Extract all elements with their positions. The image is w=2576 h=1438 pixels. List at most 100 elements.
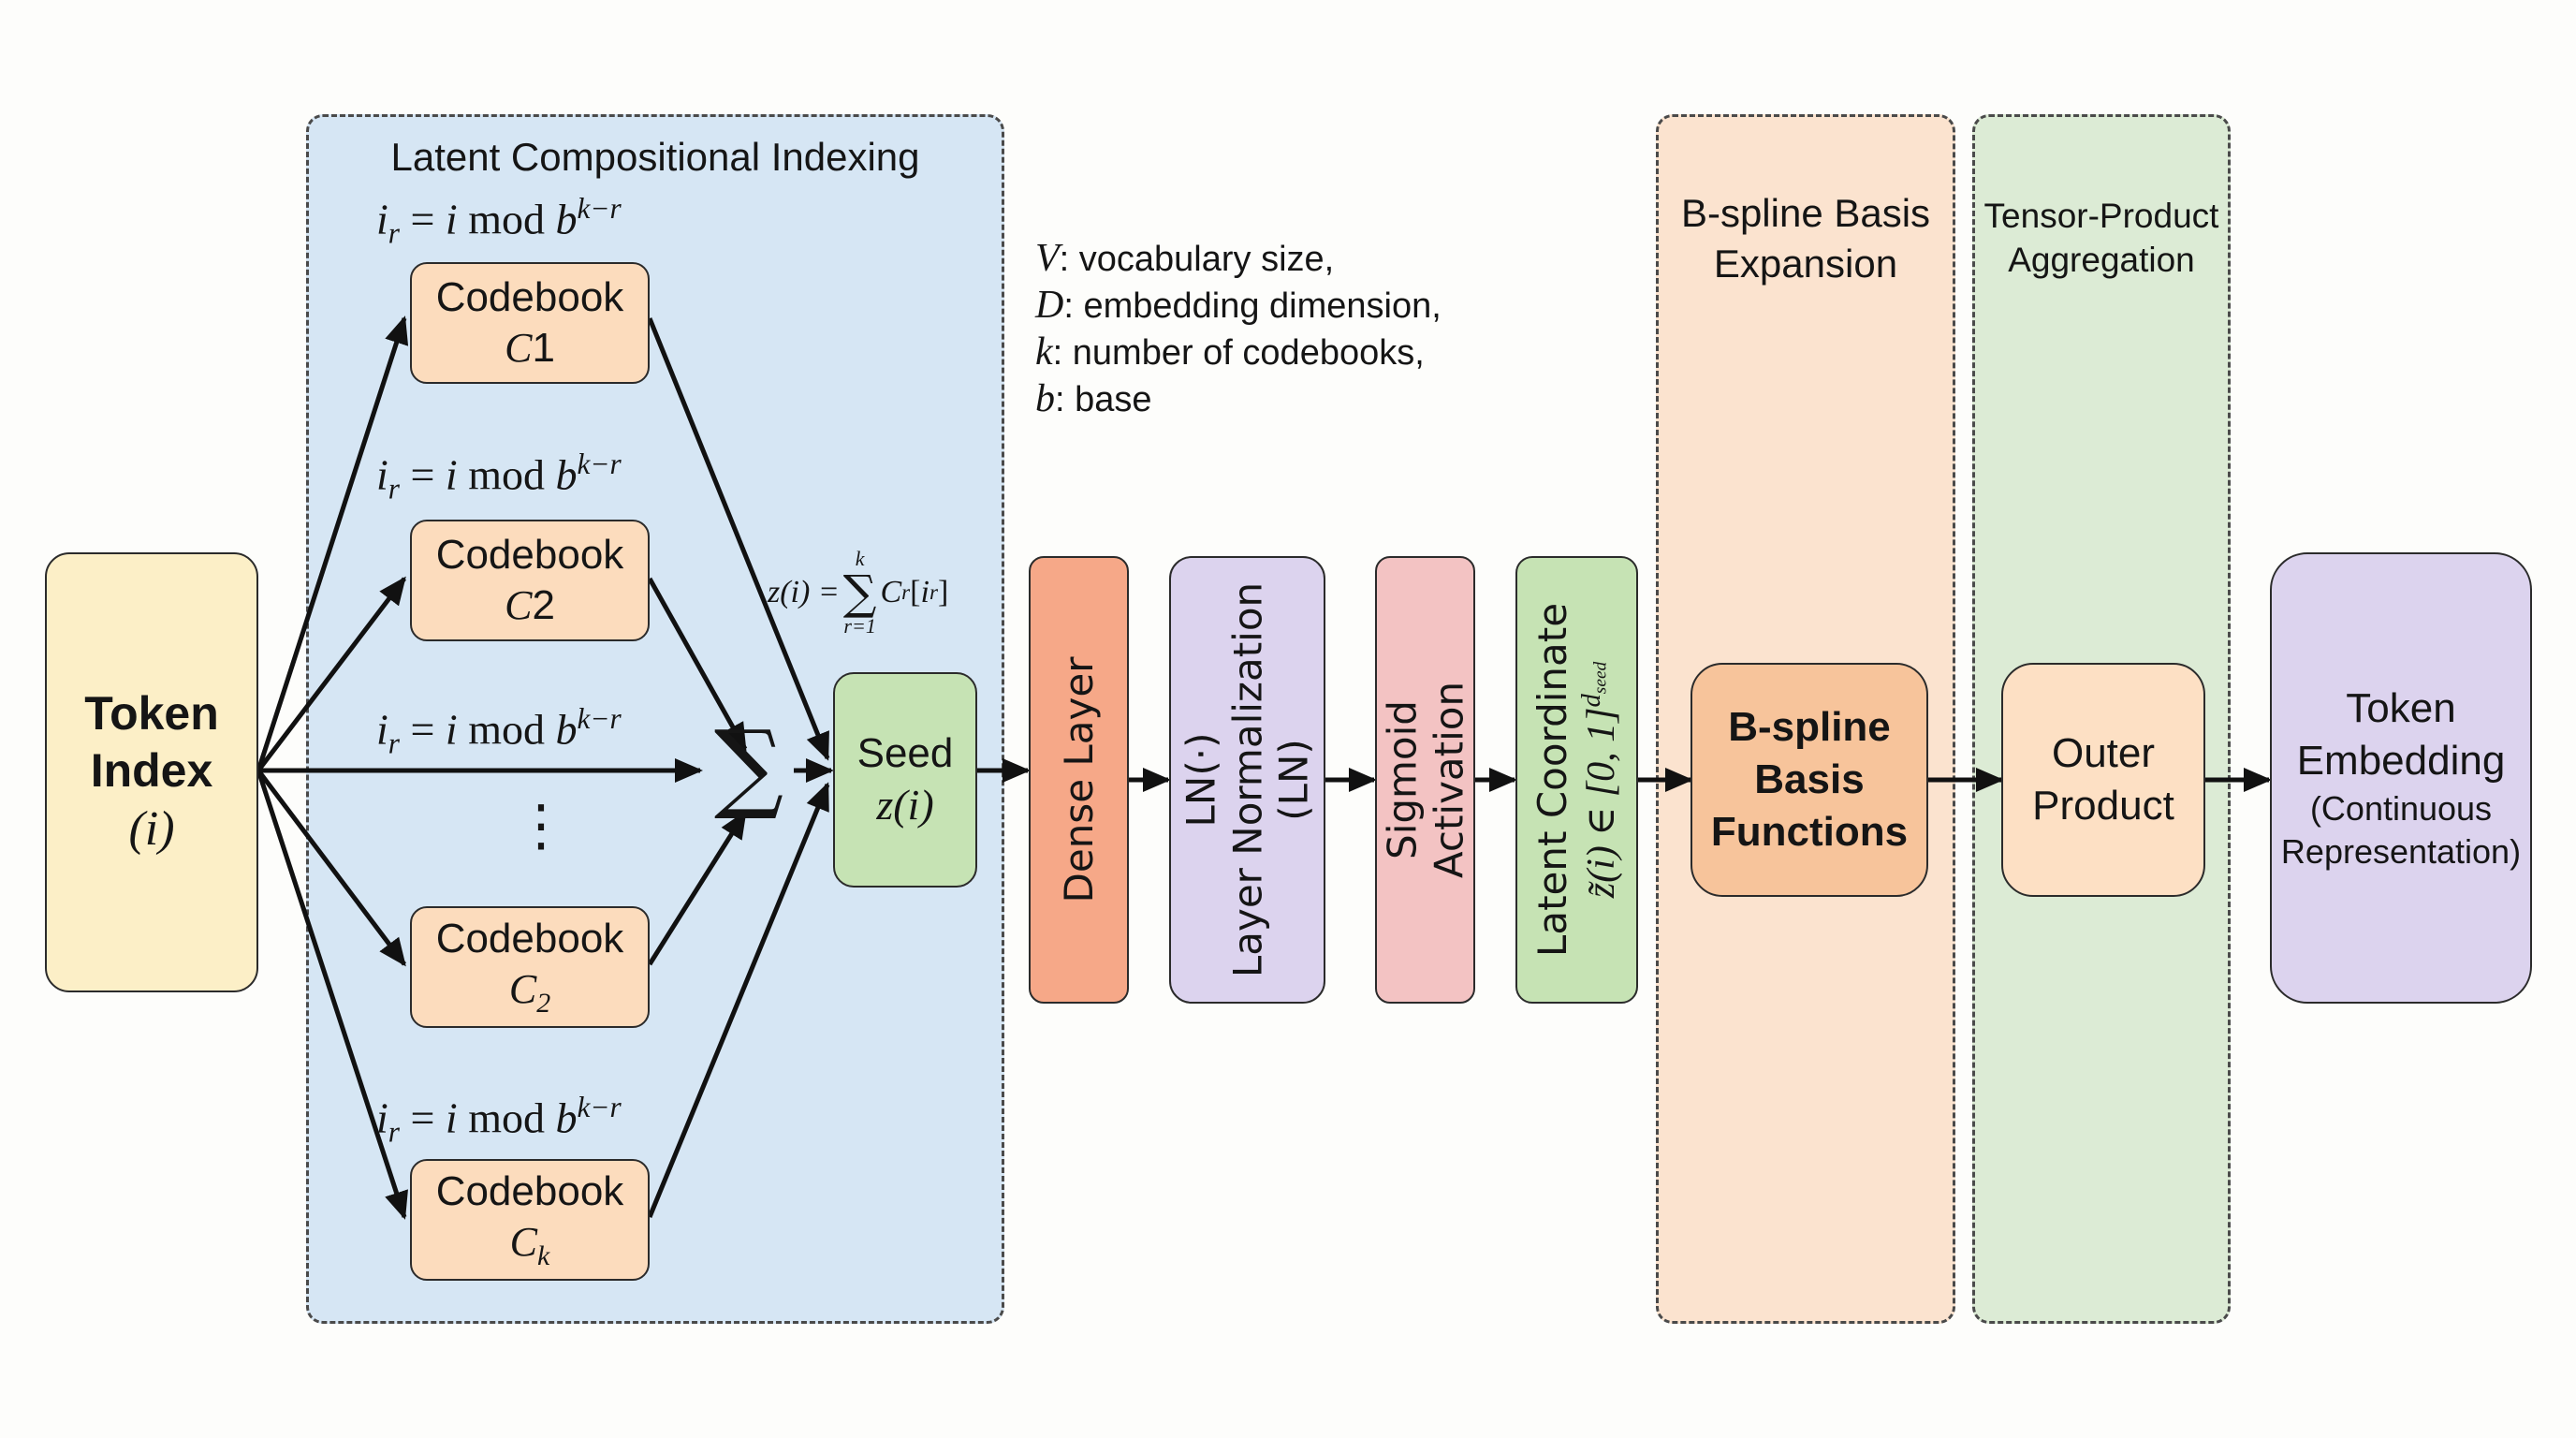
legend-text: : base bbox=[1055, 380, 1152, 419]
formula-lhs-sub: r bbox=[388, 1115, 400, 1149]
formula-lhs-sub: r bbox=[388, 726, 400, 760]
tensor-group-title-line2: Aggregation bbox=[2008, 241, 2195, 280]
formula-base: b bbox=[555, 450, 578, 499]
seed-formula-lower: r=1 bbox=[843, 614, 876, 638]
formula-op: mod bbox=[457, 705, 556, 754]
summation-node: ∑ bbox=[713, 709, 784, 823]
formula-exp: k−r bbox=[577, 702, 622, 735]
arrow-c1-to-seed bbox=[647, 317, 830, 761]
codebook-suffix: k bbox=[537, 1240, 550, 1271]
index-formula-3: ir = i mod bk−r bbox=[376, 702, 622, 761]
latent-exp: d bbox=[1576, 694, 1605, 708]
legend-item: k: number of codebooks, bbox=[1035, 330, 1442, 376]
token-index-line2: Index bbox=[90, 744, 213, 798]
codebook-symbol: C1 bbox=[505, 323, 555, 374]
codebook-name: C bbox=[508, 965, 537, 1012]
token-index-symbol: (i) bbox=[128, 802, 175, 857]
codebook-label: Codebook bbox=[435, 532, 624, 579]
sigmoid-activation-box: Sigmoid Activation bbox=[1375, 556, 1475, 1004]
seed-formula-index-sub: r bbox=[929, 580, 938, 605]
output-line1: Token bbox=[2346, 684, 2456, 731]
index-formula-1: ir = i mod bk−r bbox=[376, 192, 622, 251]
formula-eq: = bbox=[399, 195, 446, 243]
seed-formula-term: C bbox=[880, 575, 902, 609]
arrow-ck-to-seed bbox=[647, 782, 830, 1218]
codebook-c2-subscript: Codebook C2 bbox=[410, 906, 650, 1028]
formula-lhs-sub: r bbox=[388, 216, 400, 250]
arrow-token-to-ck bbox=[256, 770, 408, 1220]
arrow-token-to-c2sub bbox=[256, 769, 406, 967]
seed-label: Seed bbox=[856, 730, 954, 777]
latent-symbol: z̃(i) ∈ [0, 1] bbox=[1579, 707, 1622, 899]
bspline-group-title-line2: Expansion bbox=[1713, 241, 1898, 286]
bspline-group-title: B-spline Basis Expansion bbox=[1659, 188, 1953, 289]
codebook-suffix: 2 bbox=[532, 582, 555, 628]
bspline-line2: Basis bbox=[1754, 756, 1865, 802]
formula-eq: = bbox=[399, 1093, 446, 1142]
ln-line3: (LN) bbox=[1270, 739, 1317, 821]
seed-formula-index: i bbox=[920, 575, 929, 609]
formula-op: mod bbox=[457, 450, 556, 499]
formula-base: b bbox=[555, 705, 578, 754]
latent-line1: Latent Coordinate bbox=[1529, 602, 1575, 958]
layer-normalization-label: LN(·) Layer Normalization (LN) bbox=[1178, 582, 1317, 977]
arrow-c2-to-sum bbox=[647, 577, 748, 752]
dense-layer-box: Dense Layer bbox=[1029, 556, 1129, 1004]
tensor-group-title-line1: Tensor-Product bbox=[1983, 197, 2219, 235]
codebook-symbol: C2 bbox=[505, 580, 555, 631]
seed-formula-bracket-open: [ bbox=[910, 575, 921, 609]
arrow-token-to-c2 bbox=[256, 576, 406, 772]
legend-symbol: k bbox=[1035, 330, 1053, 374]
index-formula-4: ir = i mod bk−r bbox=[376, 1091, 622, 1150]
formula-eq: = bbox=[399, 450, 446, 499]
arrow-c2sub-to-sum bbox=[647, 810, 748, 966]
formula-base: b bbox=[555, 195, 578, 243]
seed-symbol: z(i) bbox=[876, 780, 934, 829]
legend-item: V: vocabulary size, bbox=[1035, 236, 1442, 283]
codebook-label: Codebook bbox=[435, 916, 624, 962]
ln-line2: Layer Normalization bbox=[1223, 581, 1270, 978]
formula-base: b bbox=[555, 1093, 578, 1142]
formula-eq: = bbox=[399, 705, 446, 754]
outer-product-line2: Product bbox=[2032, 783, 2174, 829]
formula-op: mod bbox=[457, 195, 556, 243]
ellipsis: ⋮ bbox=[513, 793, 569, 858]
codebook-ck: Codebook Ck bbox=[410, 1159, 650, 1281]
layer-normalization-box: LN(·) Layer Normalization (LN) bbox=[1169, 556, 1325, 1004]
seed-box: Seed z(i) bbox=[833, 672, 977, 888]
codebook-c1: Codebook C1 bbox=[410, 262, 650, 384]
output-line3: (Continuous bbox=[2309, 789, 2493, 829]
seed-formula-lhs: z(i) = bbox=[768, 575, 840, 609]
codebook-symbol: C2 bbox=[509, 964, 550, 1020]
sigmoid-activation-label: Sigmoid Activation bbox=[1379, 682, 1471, 878]
tensor-group-title: Tensor-Product Aggregation bbox=[1975, 194, 2228, 283]
formula-lhs: i bbox=[376, 705, 388, 754]
index-formula-2: ir = i mod bk−r bbox=[376, 448, 622, 506]
indexing-group-title: Latent Compositional Indexing bbox=[390, 135, 920, 179]
latent-coordinate-label: Latent Coordinate z̃(i) ∈ [0, 1]dseed bbox=[1529, 603, 1624, 957]
formula-exp: k−r bbox=[577, 448, 622, 480]
dense-layer-label: Dense Layer bbox=[1055, 656, 1102, 903]
formula-lhs: i bbox=[376, 195, 388, 243]
codebook-name: C bbox=[505, 325, 533, 371]
formula-var: i bbox=[445, 450, 458, 499]
token-embedding-output-box: Token Embedding (Continuous Representati… bbox=[2270, 552, 2532, 1004]
formula-var: i bbox=[445, 195, 458, 243]
codebook-name: C bbox=[509, 1218, 538, 1265]
token-index-box: Token Index (i) bbox=[45, 552, 258, 992]
legend-text: : number of codebooks, bbox=[1052, 333, 1425, 373]
sigmoid-line1: Sigmoid bbox=[1378, 700, 1425, 859]
bspline-line3: Functions bbox=[1710, 809, 1909, 856]
codebook-c2: Codebook C2 bbox=[410, 520, 650, 641]
formula-lhs: i bbox=[376, 450, 388, 499]
legend-text: : vocabulary size, bbox=[1059, 240, 1335, 279]
sigmoid-line2: Activation bbox=[1425, 681, 1471, 879]
legend-item: D: embedding dimension, bbox=[1035, 283, 1442, 330]
codebook-name: C bbox=[505, 582, 533, 628]
arrow-token-to-c1 bbox=[256, 315, 409, 771]
bspline-group-title-line1: B-spline Basis bbox=[1680, 191, 1931, 235]
formula-var: i bbox=[445, 705, 458, 754]
legend-symbol: D bbox=[1035, 284, 1064, 327]
outer-product-box: Outer Product bbox=[2001, 663, 2205, 897]
